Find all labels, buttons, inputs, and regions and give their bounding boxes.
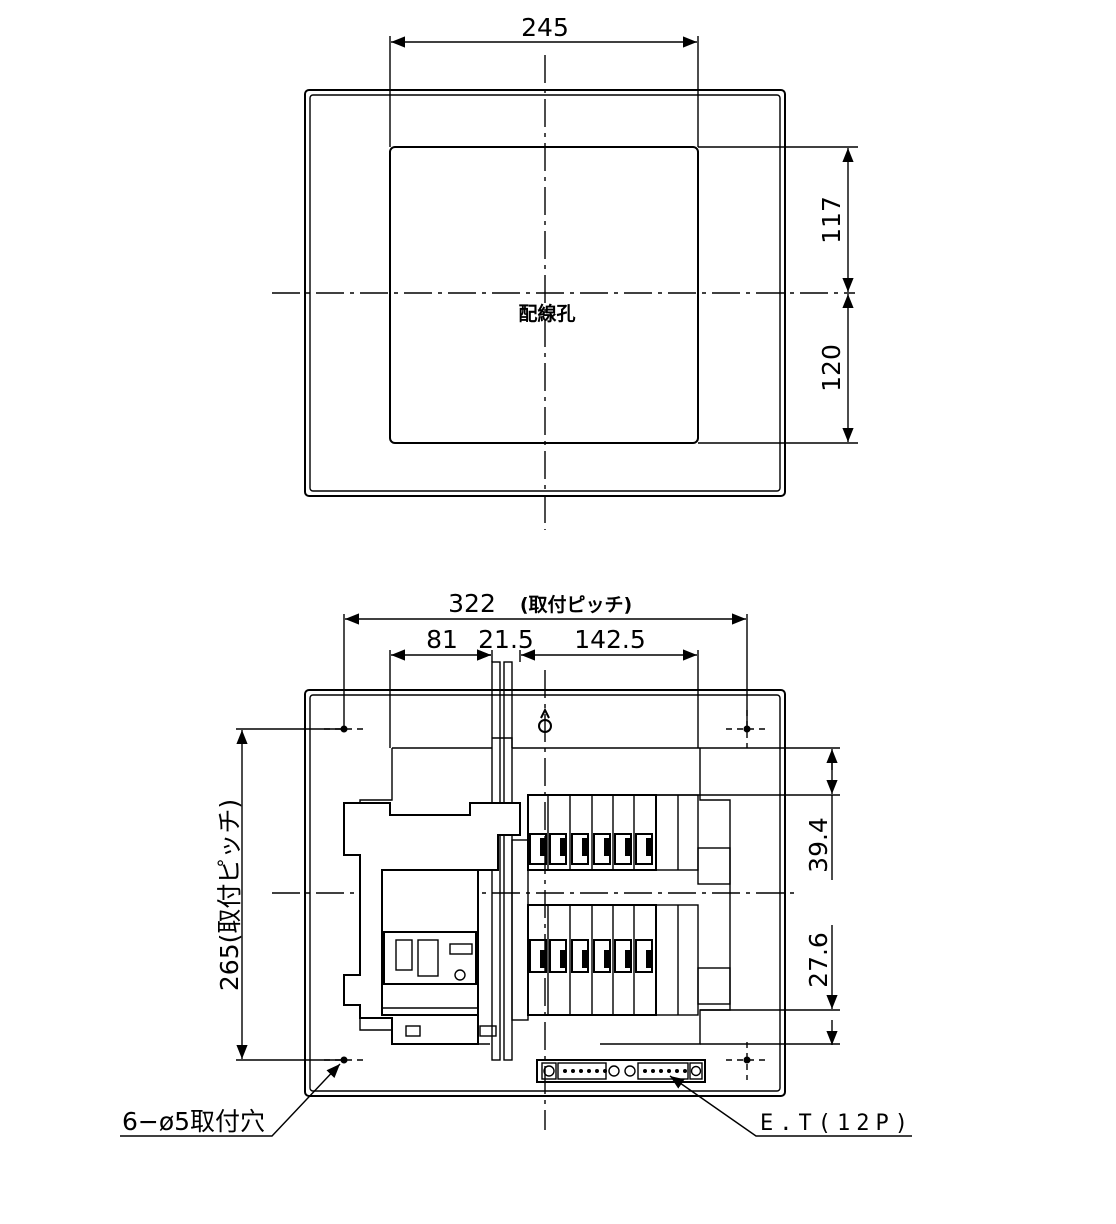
mounting-hole-leader xyxy=(120,1063,341,1137)
mounting-hole-label: 6−ø5取付穴 xyxy=(122,1107,265,1136)
dim-21-5-text: 21.5 xyxy=(478,625,534,654)
terminal-label: E.T(12P) xyxy=(760,1111,914,1136)
keyhole-icon xyxy=(538,707,552,733)
main-breaker xyxy=(343,802,521,1045)
dim-245-text: 245 xyxy=(521,13,569,42)
wiring-hole xyxy=(389,146,699,444)
test-button xyxy=(454,969,466,981)
branch-breakers-lower xyxy=(527,904,699,1016)
wiring-hole-label: 配線孔 xyxy=(518,302,575,325)
dim-265-text: 265(取付ピッチ) xyxy=(215,799,244,991)
dim-81-text: 81 xyxy=(426,625,458,654)
dim-27-6-text: 27.6 xyxy=(804,932,833,988)
rail-right xyxy=(503,661,513,1061)
terminal-block xyxy=(536,1059,706,1083)
dim-322-text: 322 xyxy=(448,589,496,618)
front-view: 322 (取付ピッチ) 81 21.5 142.5 265(取付ピッチ) 39.… xyxy=(120,589,914,1137)
main-breaker-display xyxy=(383,931,477,985)
dim-142-5-text: 142.5 xyxy=(574,625,646,654)
dim-39-4-text: 39.4 xyxy=(804,817,833,873)
dim-120-text: 120 xyxy=(817,344,846,392)
terminal-leader xyxy=(669,1075,912,1137)
mounting-hole xyxy=(726,1042,768,1080)
branch-breakers-upper xyxy=(527,794,699,871)
dim-117-text: 117 xyxy=(817,196,846,244)
pitch-note-text: (取付ピッチ) xyxy=(520,593,632,616)
top-view: 245 117 120 配線孔 xyxy=(272,13,858,530)
